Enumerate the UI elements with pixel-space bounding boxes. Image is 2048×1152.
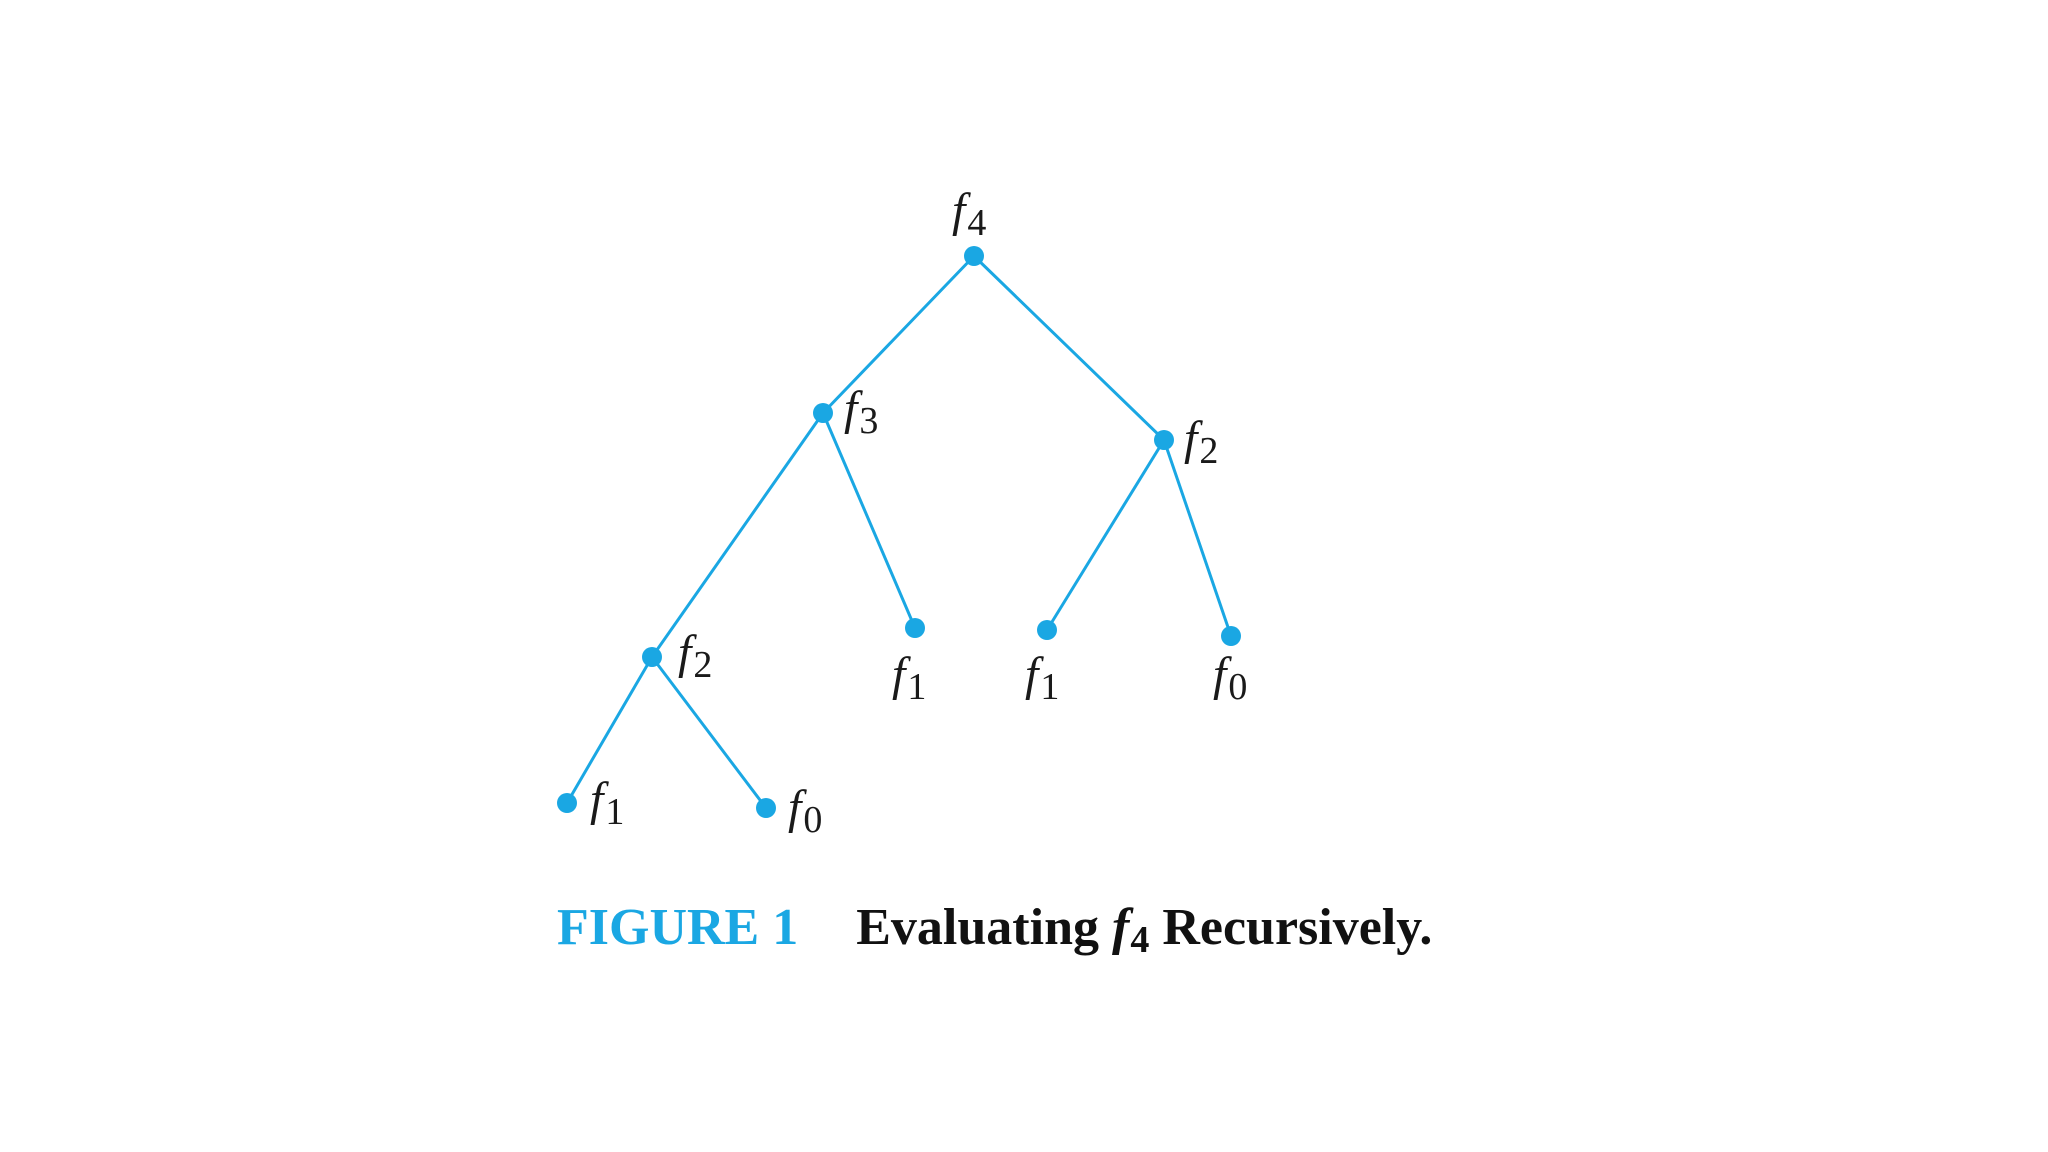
tree-node-label-n0: f4: [952, 184, 986, 244]
figure-title-variable: f: [1111, 899, 1130, 956]
tree-edge-n3-n7: [565, 656, 654, 804]
tree-node-n2: [1154, 430, 1174, 450]
tree-node-n0: [964, 246, 984, 266]
tree-edge-n0-n1: [821, 254, 976, 415]
tree-edge-n2-n5: [1045, 439, 1166, 631]
tree-node-label-n4: f1: [892, 648, 926, 708]
figure-title-prefix: Evaluating: [856, 899, 1112, 956]
tree-node-n1: [813, 403, 833, 423]
tree-node-label-n6: f0: [1213, 648, 1247, 708]
tree-node-label-n2: f2: [1184, 412, 1218, 472]
figure-title: Evaluating f4 Recursively.: [856, 899, 1433, 961]
tree-node-label-n1: f3: [844, 382, 878, 442]
tree-node-n4: [905, 618, 925, 638]
tree-node-n8: [756, 798, 776, 818]
figure-title-subscript: 4: [1130, 919, 1150, 961]
tree-node-label-n5: f1: [1025, 648, 1059, 708]
tree-edge-n1-n3: [650, 412, 825, 658]
tree-node-label-n3: f2: [678, 626, 712, 686]
tree-node-n7: [557, 793, 577, 813]
tree-node-label-n7: f1: [590, 773, 624, 833]
tree-nodes: [557, 246, 1241, 818]
tree-edge-n0-n2: [972, 254, 1166, 442]
tree-labels: f4 f3 f2 f2 f1 f1 f0 f1 f0: [590, 184, 1247, 841]
tree-edge-n1-n4: [821, 412, 917, 629]
figure-caption: FIGURE 1 Evaluating f4 Recursively.: [557, 898, 1432, 962]
tree-node-n3: [642, 647, 662, 667]
tree-node-label-n8: f0: [788, 781, 822, 841]
tree-edge-n2-n6: [1162, 439, 1233, 637]
tree-node-n6: [1221, 626, 1241, 646]
tree-edge-n3-n8: [650, 656, 768, 809]
tree-edges: [565, 254, 1233, 809]
figure-title-suffix: Recursively.: [1149, 899, 1433, 956]
figure-label: FIGURE 1: [557, 899, 799, 956]
tree-node-n5: [1037, 620, 1057, 640]
